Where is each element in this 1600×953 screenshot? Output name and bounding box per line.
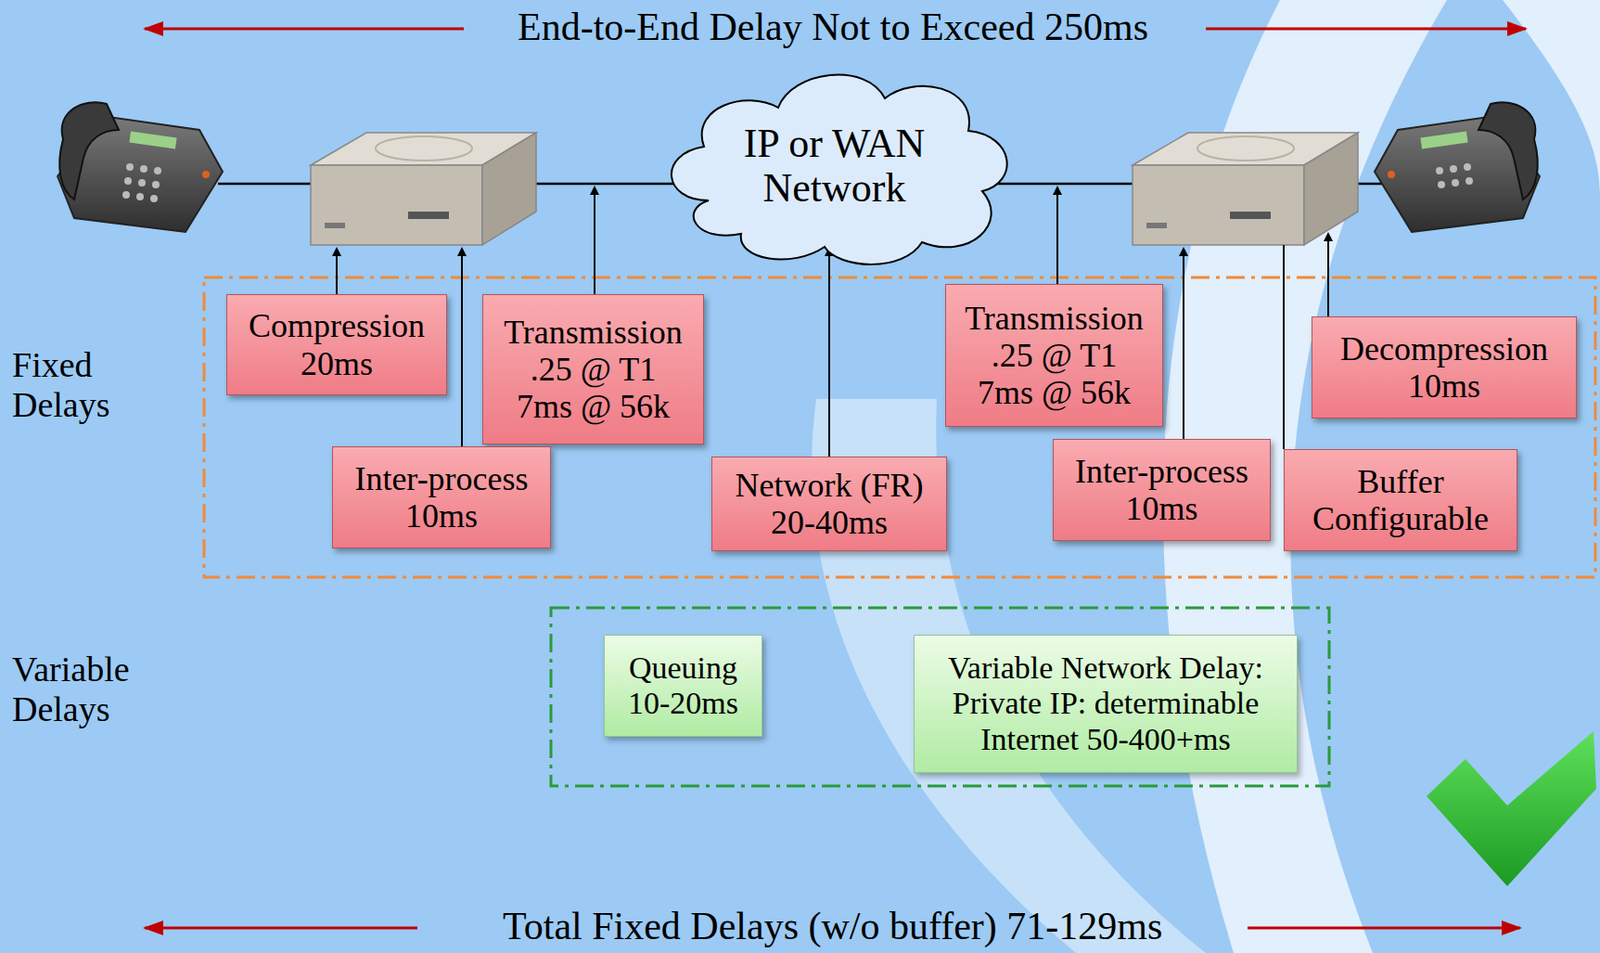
title-arrows [144,28,1526,928]
fixed-delay-box: Compression20ms [226,294,448,396]
box-value: .25 @ T1 7ms @ 56k [510,350,678,426]
box-value: 10ms [1125,489,1198,527]
box-heading: Buffer [1356,462,1444,500]
fixed-delay-box: Decompression10ms [1311,316,1577,419]
box-heading: Variable Network Delay: [947,650,1264,686]
router-icon [310,132,537,245]
box-heading: Compression [248,307,425,345]
variable-delay-box: Queuing10-20ms [603,634,763,737]
variable-delay-box: Variable Network Delay:Private IP: deter… [913,634,1298,773]
box-value: Private IP: determinable [952,685,1259,721]
box-heading: Queuing [628,650,738,686]
box-value: .25 @ T1 7ms @ 56k [971,336,1139,412]
diagram-title: End-to-End Delay Not to Exceed 250ms [517,5,1149,50]
box-heading: Inter-process [354,460,528,498]
box-value: 10ms [1408,367,1481,405]
row-label: Fixed Delays [12,345,163,424]
router-icon [1132,132,1358,245]
box-value: 20ms [300,345,373,383]
phone-icon [57,102,223,232]
checkmark-icon [1426,730,1597,886]
box-value: 10ms [405,497,478,535]
box-heading: Network (FR) [735,466,924,504]
box-value: Configurable [1312,499,1489,538]
fixed-delay-box: Transmission.25 @ T1 7ms @ 56k [945,283,1164,427]
fixed-delay-box: Network (FR)20-40ms [711,456,948,551]
row-label: Variable Delays [12,649,192,729]
box-heading: IP or WAN Network [700,121,969,212]
fixed-delay-box: Inter-process10ms [332,446,551,549]
diagram-caption: Total Fixed Delays (w/o buffer) 71-129ms [502,904,1163,948]
box-value: 20-40ms [770,503,888,541]
box-heading: Decompression [1340,330,1549,368]
network-cloud: IP or WAN Network [652,61,1016,271]
box-heading: Transmission [964,299,1144,337]
phone-icon [1374,102,1540,232]
connector-arrow [828,248,831,457]
fixed-delay-box: Inter-process10ms [1052,438,1271,541]
box-heading: Transmission [503,313,683,351]
dashed-regions [204,277,1596,786]
box-heading: Inter-process [1075,452,1249,490]
fixed-delay-box: BufferConfigurable [1283,448,1518,551]
box-value: Internet 50-400+ms [980,721,1230,757]
fixed-delay-box: Transmission.25 @ T1 7ms @ 56k [482,294,704,445]
box-value: 10-20ms [627,685,739,721]
